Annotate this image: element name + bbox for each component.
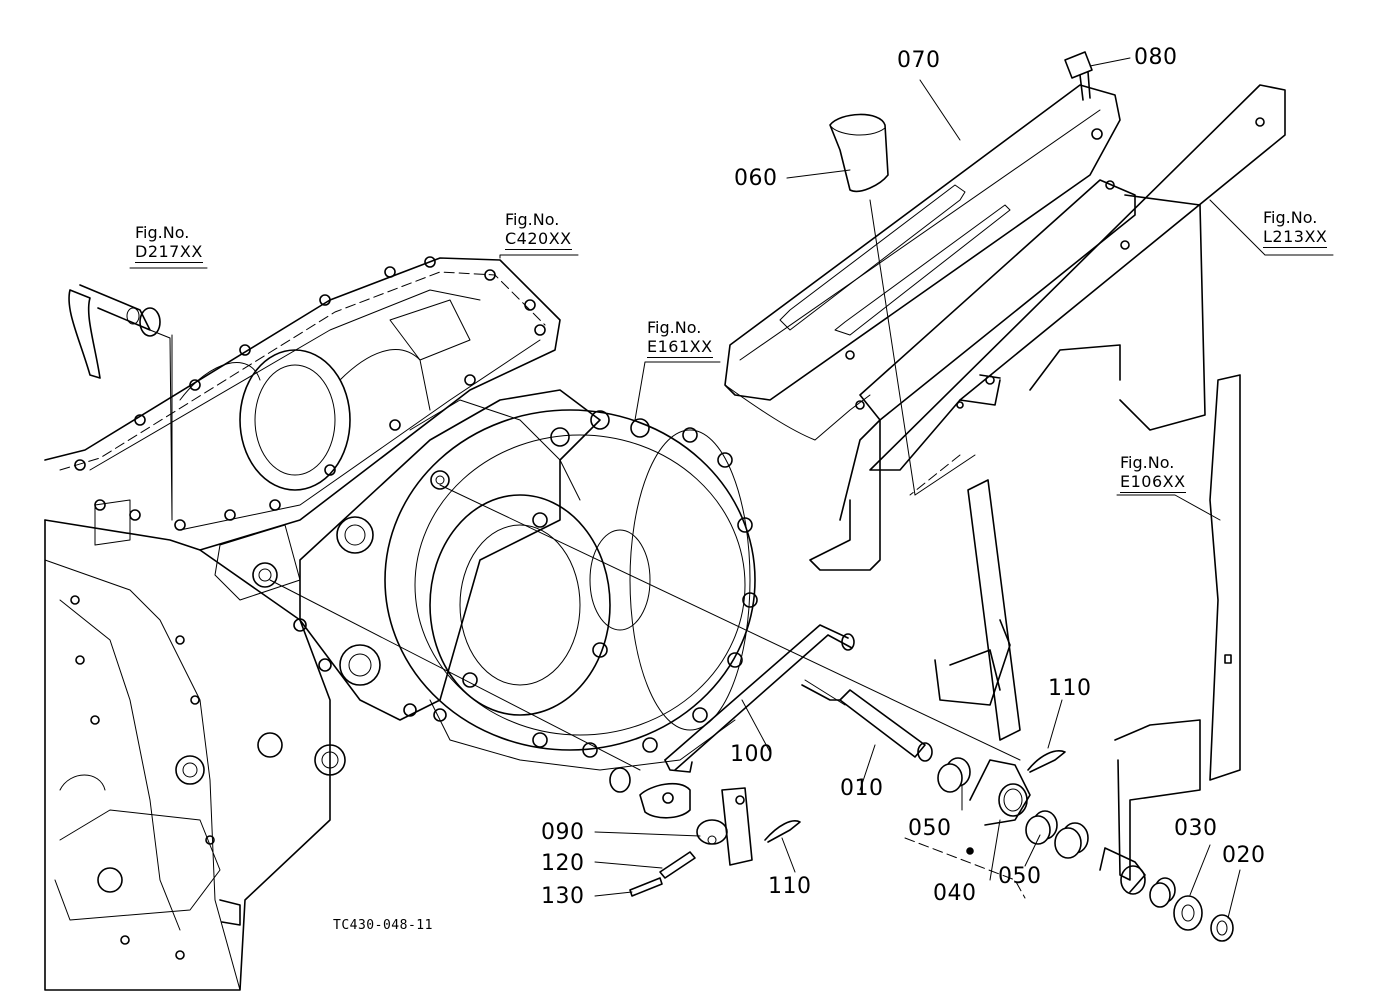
fig-ref-code: D217XX (135, 242, 203, 263)
part-label-090: 090 (541, 820, 585, 845)
fig-ref-heading: Fig.No. (1263, 208, 1318, 227)
part-label-040: 040 (933, 881, 977, 906)
brake-pedal-arm (909, 454, 1021, 741)
clutch-housing (293, 389, 758, 771)
collar-050a (937, 757, 971, 793)
fig-ref-heading: Fig.No. (135, 223, 190, 242)
part-label-010: 010 (840, 776, 884, 801)
part-label-050: 050 (998, 864, 1042, 889)
fig-ref-e161: Fig.No. E161XX (647, 318, 713, 358)
fig-ref-heading: Fig.No. (505, 210, 560, 229)
part-label-110: 110 (768, 874, 812, 899)
pedal-arm-e106 (1114, 374, 1241, 881)
leader-lines (129, 57, 1334, 919)
pedal-e106-boss (1099, 847, 1146, 895)
part-label-100: 100 (730, 742, 774, 767)
collar-small (1149, 877, 1176, 908)
bolt-080 (1064, 51, 1093, 101)
part-label-130: 130 (541, 884, 585, 909)
pedal-pad-060 (829, 113, 889, 193)
fig-ref-heading: Fig.No. (1120, 453, 1175, 472)
shaft-010 (801, 679, 933, 762)
fig-ref-code: E106XX (1120, 472, 1186, 493)
fig-ref-code: C420XX (505, 229, 572, 250)
pin-130 (629, 877, 663, 897)
collar-050b (1025, 810, 1058, 845)
side-plate (869, 84, 1286, 471)
fig-ref-code: L213XX (1263, 227, 1328, 248)
washer-030 (1173, 895, 1203, 931)
cotter-pin-110b (764, 820, 801, 843)
part-label-060: 060 (734, 166, 778, 191)
pin-120 (659, 851, 696, 879)
alignment-lines (269, 199, 1021, 771)
bushing (1054, 822, 1089, 859)
transmission-case (44, 256, 561, 991)
part-label-110: 110 (1048, 676, 1092, 701)
part-label-070: 070 (897, 48, 941, 73)
nut-020 (1210, 914, 1234, 942)
fig-ref-c420: Fig.No. C420XX (505, 210, 572, 250)
part-label-030: 030 (1174, 816, 1218, 841)
part-label-080: 080 (1134, 45, 1178, 70)
rod-100 (664, 624, 855, 773)
shift-lever-part (68, 284, 173, 521)
part-label-050: 050 (908, 816, 952, 841)
step-plate-070 (724, 84, 1121, 441)
support-bracket (809, 179, 1206, 571)
fig-ref-heading: Fig.No. (647, 318, 702, 337)
part-label-120: 120 (541, 851, 585, 876)
drawing-code: TC430-048-11 (333, 918, 433, 933)
fig-ref-l213: Fig.No. L213XX (1263, 208, 1328, 248)
clevis-090 (696, 787, 753, 866)
plate-link (639, 782, 691, 819)
fig-ref-e106: Fig.No. E106XX (1120, 453, 1186, 493)
pedal-boss-040 (966, 759, 1031, 855)
cotter-pin-110a (1027, 750, 1066, 773)
fig-ref-d217: Fig.No. D217XX (135, 223, 203, 263)
fig-ref-code: E161XX (647, 337, 713, 358)
snap-ring (609, 767, 631, 793)
part-label-020: 020 (1222, 843, 1266, 868)
